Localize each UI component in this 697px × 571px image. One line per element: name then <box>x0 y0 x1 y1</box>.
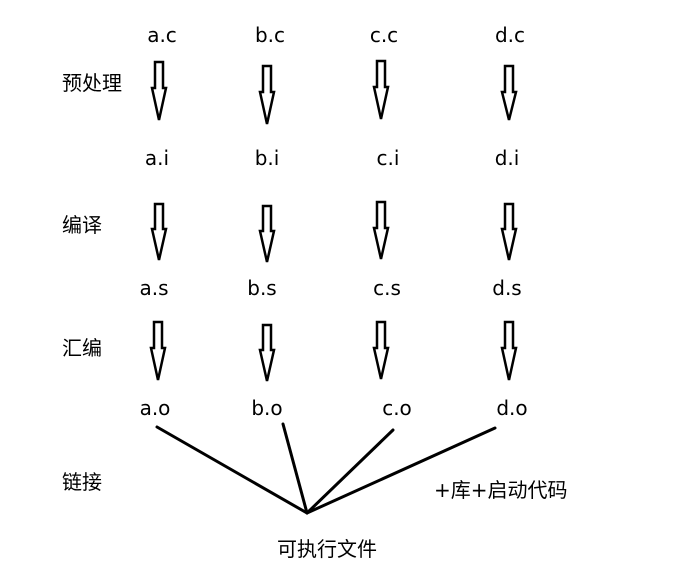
file-d-s: d.s <box>492 276 522 300</box>
arrow-down-icon <box>372 200 390 260</box>
link-line-a <box>155 425 309 515</box>
executable-label: 可执行文件 <box>277 537 377 561</box>
arrow-down-icon <box>500 64 518 121</box>
file-b-o: b.o <box>251 396 283 420</box>
file-a-c: a.c <box>147 23 177 47</box>
arrow-down-icon <box>150 202 168 261</box>
file-d-o: d.o <box>496 396 528 420</box>
stage-label-link: 链接 <box>62 470 102 494</box>
file-a-o: a.o <box>139 396 171 420</box>
link-line-b <box>281 422 309 515</box>
arrow-down-icon <box>258 64 276 125</box>
arrow-down-icon <box>150 60 168 121</box>
file-d-c: d.c <box>494 23 526 47</box>
arrow-down-icon <box>258 323 276 382</box>
stage-label-preprocess: 预处理 <box>62 71 122 95</box>
file-c-i: c.i <box>376 146 400 170</box>
file-a-i: a.i <box>144 146 170 170</box>
arrow-down-icon <box>500 202 518 261</box>
file-b-i: b.i <box>254 146 280 170</box>
arrow-down-icon <box>372 320 390 380</box>
libraries-startup-label: +库+启动代码 <box>434 478 568 502</box>
file-c-o: c.o <box>382 396 412 420</box>
link-line-d <box>305 426 497 515</box>
file-b-c: b.c <box>254 23 286 47</box>
stage-label-compile: 编译 <box>62 213 102 237</box>
arrow-down-icon <box>372 59 390 120</box>
file-b-s: b.s <box>247 276 277 300</box>
file-d-i: d.i <box>494 146 520 170</box>
stage-label-assemble: 汇编 <box>62 336 102 360</box>
arrow-down-icon <box>149 320 167 381</box>
arrow-down-icon <box>500 320 518 381</box>
file-c-s: c.s <box>373 276 401 300</box>
file-a-s: a.s <box>139 276 169 300</box>
arrow-down-icon <box>258 204 276 263</box>
file-c-c: c.c <box>369 23 399 47</box>
link-line-c <box>305 428 395 515</box>
